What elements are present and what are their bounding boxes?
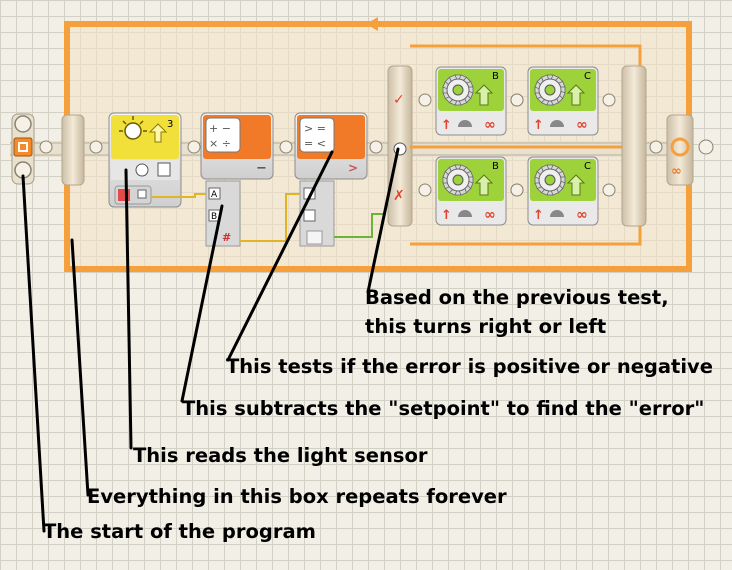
- annotation-math: This subtracts the "setpoint" to find th…: [182, 397, 705, 420]
- motor-bottom-right-block[interactable]: C ↑ ∞: [510, 156, 616, 226]
- annotation-start: The start of the program: [43, 520, 316, 543]
- annotation-loop: Everything in this box repeats forever: [87, 485, 507, 508]
- motor-bottom-left-block[interactable]: B ↑ ∞: [418, 156, 524, 226]
- start-block[interactable]: [11, 113, 53, 185]
- gear-icon: [442, 164, 474, 196]
- motor-port-label: C: [584, 161, 591, 172]
- infinity-icon: ∞: [576, 117, 588, 133]
- gear-icon: [534, 164, 566, 196]
- arrow-up-icon: [474, 84, 494, 106]
- arrow-up-icon: [566, 84, 586, 106]
- speed-gauge-icon: [550, 120, 564, 127]
- infinity-icon: ∞: [484, 207, 496, 223]
- speed-gauge-icon: [458, 210, 472, 217]
- math-block[interactable]: + − × ÷ − A B #: [200, 112, 274, 247]
- motor-port-label: B: [492, 71, 499, 82]
- compare-operator: >: [348, 161, 358, 175]
- direction-arrow-icon: ↑: [533, 208, 544, 223]
- switch-block[interactable]: ✓ ✗: [387, 44, 647, 246]
- green-wire: [334, 213, 386, 238]
- plug-b-label: B: [211, 212, 217, 222]
- yellow-wire-2: [240, 193, 300, 242]
- math-operator: −: [256, 161, 267, 176]
- direction-arrow-icon: ↑: [441, 208, 452, 223]
- start-icon: [18, 142, 28, 152]
- loop-arrow-icon: [366, 17, 378, 31]
- annotation-compare: This tests if the error is positive or n…: [226, 355, 713, 378]
- sensor-port-label: 3: [167, 119, 173, 130]
- svg-text:> =: > =: [304, 122, 326, 135]
- cross-icon: ✗: [393, 188, 405, 204]
- svg-text:× ÷: × ÷: [209, 137, 231, 150]
- arrow-up-icon: [566, 174, 586, 196]
- check-icon: ✓: [393, 92, 405, 108]
- arrow-up-icon: [474, 174, 494, 196]
- loop-start-pillar: [61, 114, 85, 186]
- motor-port-label: C: [584, 71, 591, 82]
- data-plug-icon: [118, 189, 130, 201]
- svg-text:= <: = <: [304, 137, 326, 150]
- speed-gauge-icon: [458, 120, 472, 127]
- arrow-up-icon: [148, 123, 168, 143]
- speed-gauge-icon: [550, 210, 564, 217]
- gear-icon: [442, 74, 474, 106]
- annotation-switch-line2: this turns right or left: [365, 315, 607, 338]
- annotation-pointers: [21, 147, 400, 533]
- compare-icon: [299, 117, 335, 153]
- loop-icon: [670, 137, 690, 157]
- math-icon: [205, 117, 241, 153]
- motor-port-label: B: [492, 161, 499, 172]
- motor-top-right-block[interactable]: C ↑ ∞: [510, 66, 616, 136]
- light-sensor-block[interactable]: 3: [108, 112, 182, 208]
- plug-hash-label: #: [222, 231, 231, 244]
- direction-arrow-icon: ↑: [441, 118, 452, 133]
- annotation-switch-line1: Based on the previous test,: [365, 286, 669, 309]
- yellow-wire: [151, 193, 206, 198]
- plug-a-label: A: [211, 190, 218, 200]
- light-bulb-icon: [119, 116, 147, 140]
- loop-end-block[interactable]: ∞: [666, 114, 694, 186]
- motor-top-left-block[interactable]: B ↑ ∞: [418, 66, 524, 136]
- logic-plug-icon: [306, 230, 323, 245]
- settings-icon: [135, 163, 149, 177]
- direction-arrow-icon: ↑: [533, 118, 544, 133]
- infinity-icon: ∞: [671, 164, 682, 179]
- annotation-sensor: This reads the light sensor: [133, 444, 428, 467]
- infinity-icon: ∞: [484, 117, 496, 133]
- gear-icon: [534, 74, 566, 106]
- infinity-icon: ∞: [576, 207, 588, 223]
- svg-text:+ −: + −: [209, 122, 231, 135]
